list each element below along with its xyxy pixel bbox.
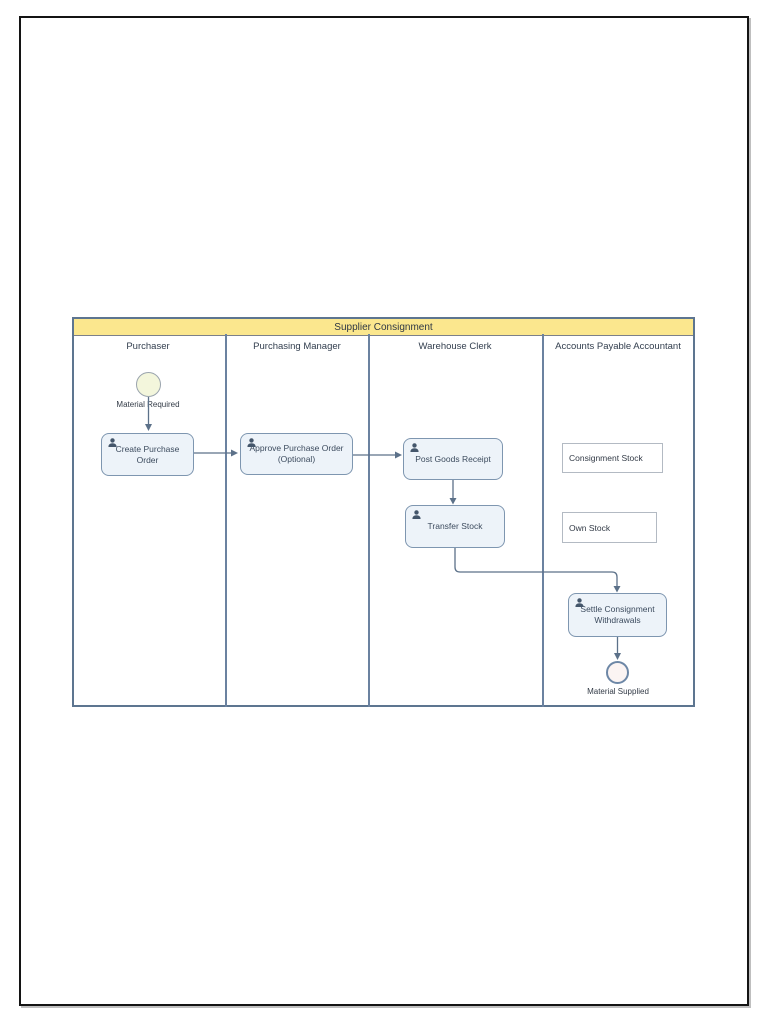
task-label: Settle Consignment Withdrawals (580, 604, 655, 625)
lane-divider (368, 334, 370, 707)
user-icon (412, 510, 421, 522)
pool-title: Supplier Consignment (74, 319, 693, 336)
task-approve-purchase-order[interactable]: Approve Purchase Order (Optional) (240, 433, 353, 475)
task-settle-consignment-withdrawals[interactable]: Settle Consignment Withdrawals (568, 593, 667, 637)
end-event-label: Material Supplied (587, 687, 649, 696)
lane-divider (225, 334, 227, 707)
user-icon (247, 438, 256, 450)
lane-header-accounts-payable-accountant: Accounts Payable Accountant (555, 341, 681, 352)
lane-header-warehouse-clerk: Warehouse Clerk (418, 341, 492, 352)
lane-header-purchasing-manager: Purchasing Manager (253, 341, 341, 352)
task-label: Post Goods Receipt (415, 453, 491, 464)
user-icon (410, 443, 419, 455)
lane-header-purchaser: Purchaser (126, 341, 170, 352)
task-label: Create Purchase Order (115, 443, 180, 465)
end-event-circle[interactable] (606, 661, 629, 684)
user-icon (575, 598, 584, 610)
task-transfer-stock[interactable]: Transfer Stock (405, 505, 505, 548)
lane-divider (542, 334, 544, 707)
task-post-goods-receipt[interactable]: Post Goods Receipt (403, 438, 503, 480)
task-label: Transfer Stock (427, 521, 483, 532)
databox-consignment-stock[interactable]: Consignment Stock (562, 443, 663, 473)
databox-own-stock[interactable]: Own Stock (562, 512, 657, 543)
start-event-circle[interactable] (136, 372, 161, 397)
databox-label: Consignment Stock (569, 453, 643, 463)
task-create-purchase-order[interactable]: Create Purchase Order (101, 433, 194, 476)
task-label: Approve Purchase Order (Optional) (249, 443, 344, 464)
user-icon (108, 438, 117, 450)
databox-label: Own Stock (569, 522, 611, 533)
start-event-label: Material Required (116, 400, 180, 409)
